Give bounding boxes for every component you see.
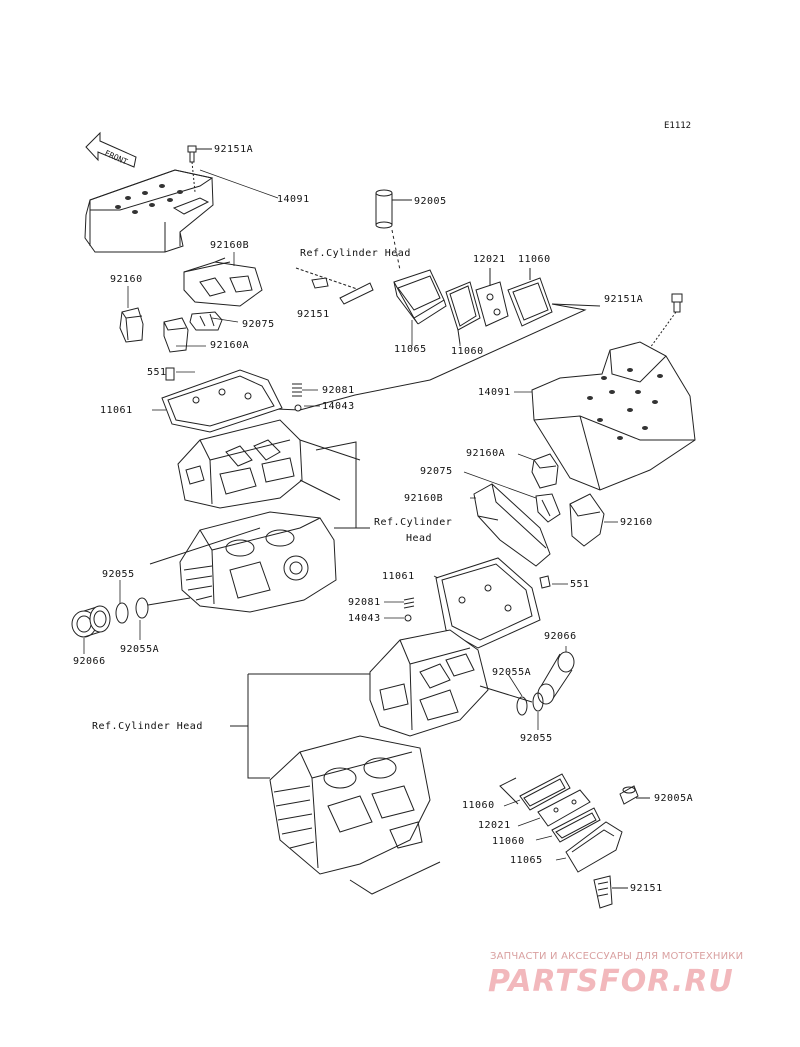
label-92151a-top: 92151A bbox=[214, 144, 254, 155]
label-92151a-right: 92151A bbox=[604, 294, 644, 305]
label-11061-top: 11061 bbox=[100, 405, 133, 416]
bolt-92151a-right bbox=[633, 293, 683, 371]
dowel-551-right bbox=[539, 575, 551, 589]
label-92066-right: 92066 bbox=[544, 631, 577, 642]
label-11060-bottom-1: 11060 bbox=[462, 800, 495, 811]
cylinder-head-top bbox=[177, 419, 361, 509]
label-14043-top: 14043 bbox=[322, 401, 355, 412]
oring-92055a-left bbox=[135, 597, 149, 619]
sleeve-92005 bbox=[375, 189, 412, 271]
label-92160-right: 92160 bbox=[620, 517, 653, 528]
label-92160a-top: 92160A bbox=[210, 340, 250, 351]
label-14043-right: 14043 bbox=[348, 613, 381, 624]
clip-92075-right bbox=[535, 493, 561, 523]
label-14091-top: 14091 bbox=[277, 194, 310, 205]
breather-11065-top bbox=[393, 269, 447, 325]
ref-cylinder-head-2a: Ref.Cylinder bbox=[374, 517, 453, 528]
label-92151-mid: 92151 bbox=[297, 309, 330, 320]
bracket-92160b-right bbox=[473, 483, 551, 567]
label-92151-bottom: 92151 bbox=[630, 883, 663, 894]
ref-cylinder-head-2b: Head bbox=[406, 533, 433, 544]
label-92081-top: 92081 bbox=[322, 385, 355, 396]
sleeve-92005a bbox=[619, 785, 650, 805]
label-92055-right: 92055 bbox=[520, 733, 553, 744]
label-92005: 92005 bbox=[414, 196, 447, 207]
cylinder-head-right-top bbox=[369, 629, 489, 737]
oring-92055-left bbox=[115, 602, 129, 624]
bolt-92151-bottom bbox=[593, 875, 628, 909]
cap-92160-left bbox=[119, 307, 144, 343]
watermark-tagline: ЗАПЧАСТИ И АКСЕССУАРЫ ДЛЯ МОТОТЕХНИКИ bbox=[490, 951, 744, 962]
dowel-551-top bbox=[165, 367, 175, 381]
spring-92081-top bbox=[292, 383, 302, 412]
cap-92160a-left bbox=[163, 317, 189, 353]
label-11060-bottom-2: 11060 bbox=[492, 836, 525, 847]
label-551-top: 551 bbox=[147, 367, 167, 378]
cylinder-head-bottom bbox=[269, 735, 431, 875]
intake-92066-right bbox=[537, 651, 575, 705]
gasket-11060-bottom-1 bbox=[519, 773, 571, 811]
cylinder-head-left bbox=[179, 511, 337, 613]
rocker-cover-left bbox=[84, 169, 214, 253]
label-11065-bottom: 11065 bbox=[510, 855, 543, 866]
front-arrow-icon: FRONT bbox=[85, 131, 137, 168]
label-92055-left: 92055 bbox=[102, 569, 135, 580]
label-92081-right: 92081 bbox=[348, 597, 381, 608]
gasket-11060-top-right bbox=[507, 268, 553, 327]
bolt-92151-mid bbox=[311, 277, 374, 305]
intake-92066-left bbox=[71, 605, 111, 638]
spring-92081-right bbox=[403, 597, 415, 622]
label-92160-top: 92160 bbox=[110, 274, 143, 285]
gasket-11061-top bbox=[161, 369, 283, 433]
bolt-92151a-top bbox=[187, 145, 212, 193]
plate-12021-bottom bbox=[537, 789, 591, 827]
clip-92075-top bbox=[189, 311, 223, 331]
cap-92160-right bbox=[569, 493, 605, 547]
rocker-cover-right bbox=[531, 341, 696, 491]
watermark-logo: PARTSFOR.RU bbox=[488, 964, 734, 999]
plate-12021-top bbox=[475, 268, 509, 327]
label-12021-top: 12021 bbox=[473, 254, 506, 265]
label-12021-bottom: 12021 bbox=[478, 820, 511, 831]
label-11060-top-right: 11060 bbox=[518, 254, 551, 265]
gasket-11060-top bbox=[445, 281, 481, 345]
label-92160b-right: 92160B bbox=[404, 493, 444, 504]
label-92055a-right: 92055A bbox=[492, 667, 532, 678]
label-11060-top-bottom: 11060 bbox=[451, 346, 484, 357]
label-11065-top: 11065 bbox=[394, 344, 427, 355]
label-92160a-right: 92160A bbox=[466, 448, 506, 459]
label-92066-left: 92066 bbox=[73, 656, 106, 667]
label-92075-right: 92075 bbox=[420, 466, 453, 477]
label-92005a: 92005A bbox=[654, 793, 694, 804]
breather-11065-bottom bbox=[565, 821, 623, 873]
oring-92055-right bbox=[532, 692, 544, 712]
bracket-92160b-top bbox=[183, 257, 263, 307]
label-92055a-left: 92055A bbox=[120, 644, 160, 655]
diagram-code: E1112 bbox=[664, 121, 692, 131]
label-14091-right: 14091 bbox=[478, 387, 511, 398]
label-11061-right: 11061 bbox=[382, 571, 415, 582]
ref-cylinder-head-1: Ref.Cylinder Head bbox=[300, 248, 411, 259]
label-92160b-top: 92160B bbox=[210, 240, 250, 251]
oring-92055a-right bbox=[516, 696, 528, 716]
cap-92160a-right bbox=[531, 453, 559, 489]
gasket-11061-right bbox=[435, 557, 541, 649]
gasket-11060-bottom-2 bbox=[551, 807, 601, 843]
ref-cylinder-head-3: Ref.Cylinder Head bbox=[92, 721, 203, 732]
label-551-right: 551 bbox=[570, 579, 590, 590]
label-92075-top: 92075 bbox=[242, 319, 275, 330]
